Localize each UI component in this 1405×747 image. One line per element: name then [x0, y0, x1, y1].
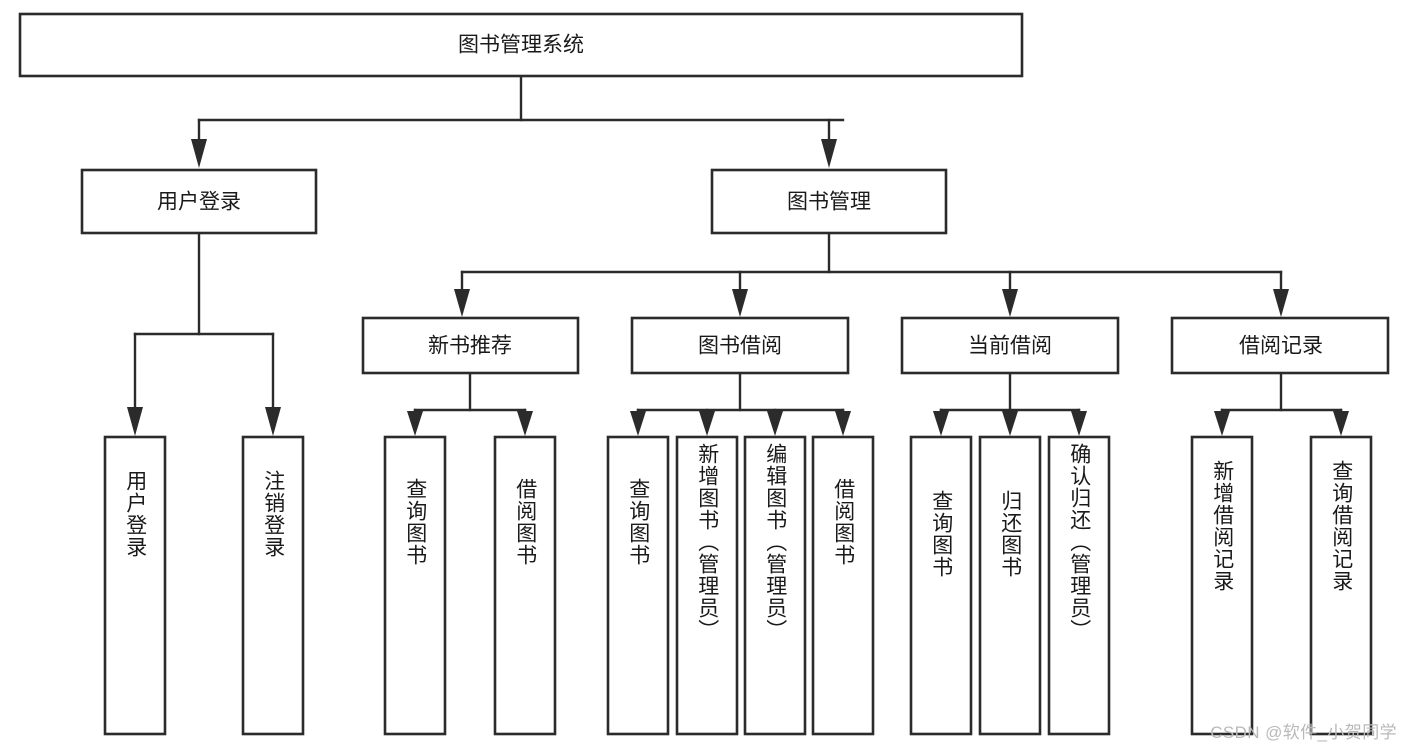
leaf-box-book-borrow-2[interactable] [675, 435, 739, 736]
leaf-box-borrow-record-1[interactable] [1190, 435, 1254, 736]
node-new-book-recommend-label: 新书推荐 [428, 335, 512, 358]
connector-root-to-level2 [191, 74, 845, 168]
leaf-box-new-book-1[interactable] [383, 435, 447, 736]
leaf-box-book-borrow-3[interactable] [743, 435, 807, 736]
arrow-head-book-borrow [732, 289, 748, 317]
arrow-head-cb-leaf3 [1071, 411, 1087, 436]
arrow-head-book-manage [821, 139, 837, 168]
arrow-head-ul-leaf2 [265, 407, 281, 436]
arrow-head-nb-leaf2 [517, 411, 533, 436]
connector-user-login-to-leaves [127, 231, 281, 436]
node-book-borrow-label: 图书借阅 [698, 335, 782, 358]
node-book-borrow-box[interactable] [630, 316, 850, 375]
arrow-head-user-login [191, 139, 207, 168]
connector-borrow-record-to-leaves [1214, 371, 1349, 436]
leaf-box-user-login-2[interactable] [241, 435, 305, 736]
arrow-head-cb-leaf1 [933, 411, 949, 436]
node-user-login-label: 用户登录 [157, 191, 241, 214]
node-book-manage-box[interactable] [710, 168, 948, 235]
leaf-box-user-login-1[interactable] [103, 435, 167, 736]
arrow-head-borrow-record [1273, 289, 1289, 317]
node-root-box[interactable] [18, 12, 1024, 78]
connector-new-book-to-leaves [407, 371, 533, 436]
arrow-head-ul-leaf1 [127, 407, 143, 436]
node-book-manage-label: 图书管理 [787, 191, 871, 214]
node-root[interactable]: 图书管理系统 [18, 12, 1024, 78]
arrow-head-br-leaf1 [1214, 411, 1230, 436]
leaf-box-book-borrow-1[interactable] [606, 435, 670, 736]
arrow-head-bb-leaf2 [699, 411, 715, 436]
node-current-borrow[interactable]: 当前借阅 [900, 316, 1120, 375]
leaf-box-current-borrow-2[interactable] [978, 435, 1042, 736]
node-book-manage[interactable]: 图书管理 [710, 168, 948, 235]
leaf-box-group-borrow-record [1190, 435, 1373, 736]
node-current-borrow-box[interactable] [900, 316, 1120, 375]
connector-current-borrow-to-leaves [933, 371, 1087, 436]
leaf-box-group-user-login [103, 435, 305, 736]
arrow-head-nb-leaf1 [407, 411, 423, 436]
node-new-book-recommend-box[interactable] [361, 316, 580, 375]
node-user-login[interactable]: 用户登录 [80, 168, 318, 235]
connector-book-manage-to-level3 [454, 231, 1289, 317]
arrow-head-current-borrow [1002, 289, 1018, 317]
arrow-head-cb-leaf2 [1002, 411, 1018, 436]
arrow-head-bb-leaf1 [630, 411, 646, 436]
node-current-borrow-label: 当前借阅 [968, 335, 1052, 358]
leaf-box-book-borrow-4[interactable] [811, 435, 875, 736]
leaf-box-borrow-record-2[interactable] [1309, 435, 1373, 736]
node-root-label: 图书管理系统 [458, 34, 584, 57]
leaf-box-new-book-2[interactable] [493, 435, 557, 736]
node-borrow-record[interactable]: 借阅记录 [1170, 316, 1390, 375]
connector-book-borrow-to-leaves [630, 371, 851, 436]
leaf-box-current-borrow-1[interactable] [909, 435, 973, 736]
leaf-box-group-current-borrow [909, 435, 1111, 736]
leaf-box-current-borrow-3[interactable] [1047, 435, 1111, 736]
arrow-head-new-book [454, 289, 470, 317]
node-borrow-record-box[interactable] [1170, 316, 1390, 375]
arrow-head-bb-leaf3 [767, 411, 783, 436]
arrow-head-bb-leaf4 [835, 411, 851, 436]
leaf-box-group-book-borrow [606, 435, 875, 736]
node-new-book-recommend[interactable]: 新书推荐 [361, 316, 580, 375]
node-book-borrow[interactable]: 图书借阅 [630, 316, 850, 375]
arrow-head-br-leaf2 [1333, 411, 1349, 436]
node-user-login-box[interactable] [80, 168, 318, 235]
node-borrow-record-label: 借阅记录 [1239, 335, 1323, 358]
leaf-box-group-new-book [383, 435, 557, 736]
